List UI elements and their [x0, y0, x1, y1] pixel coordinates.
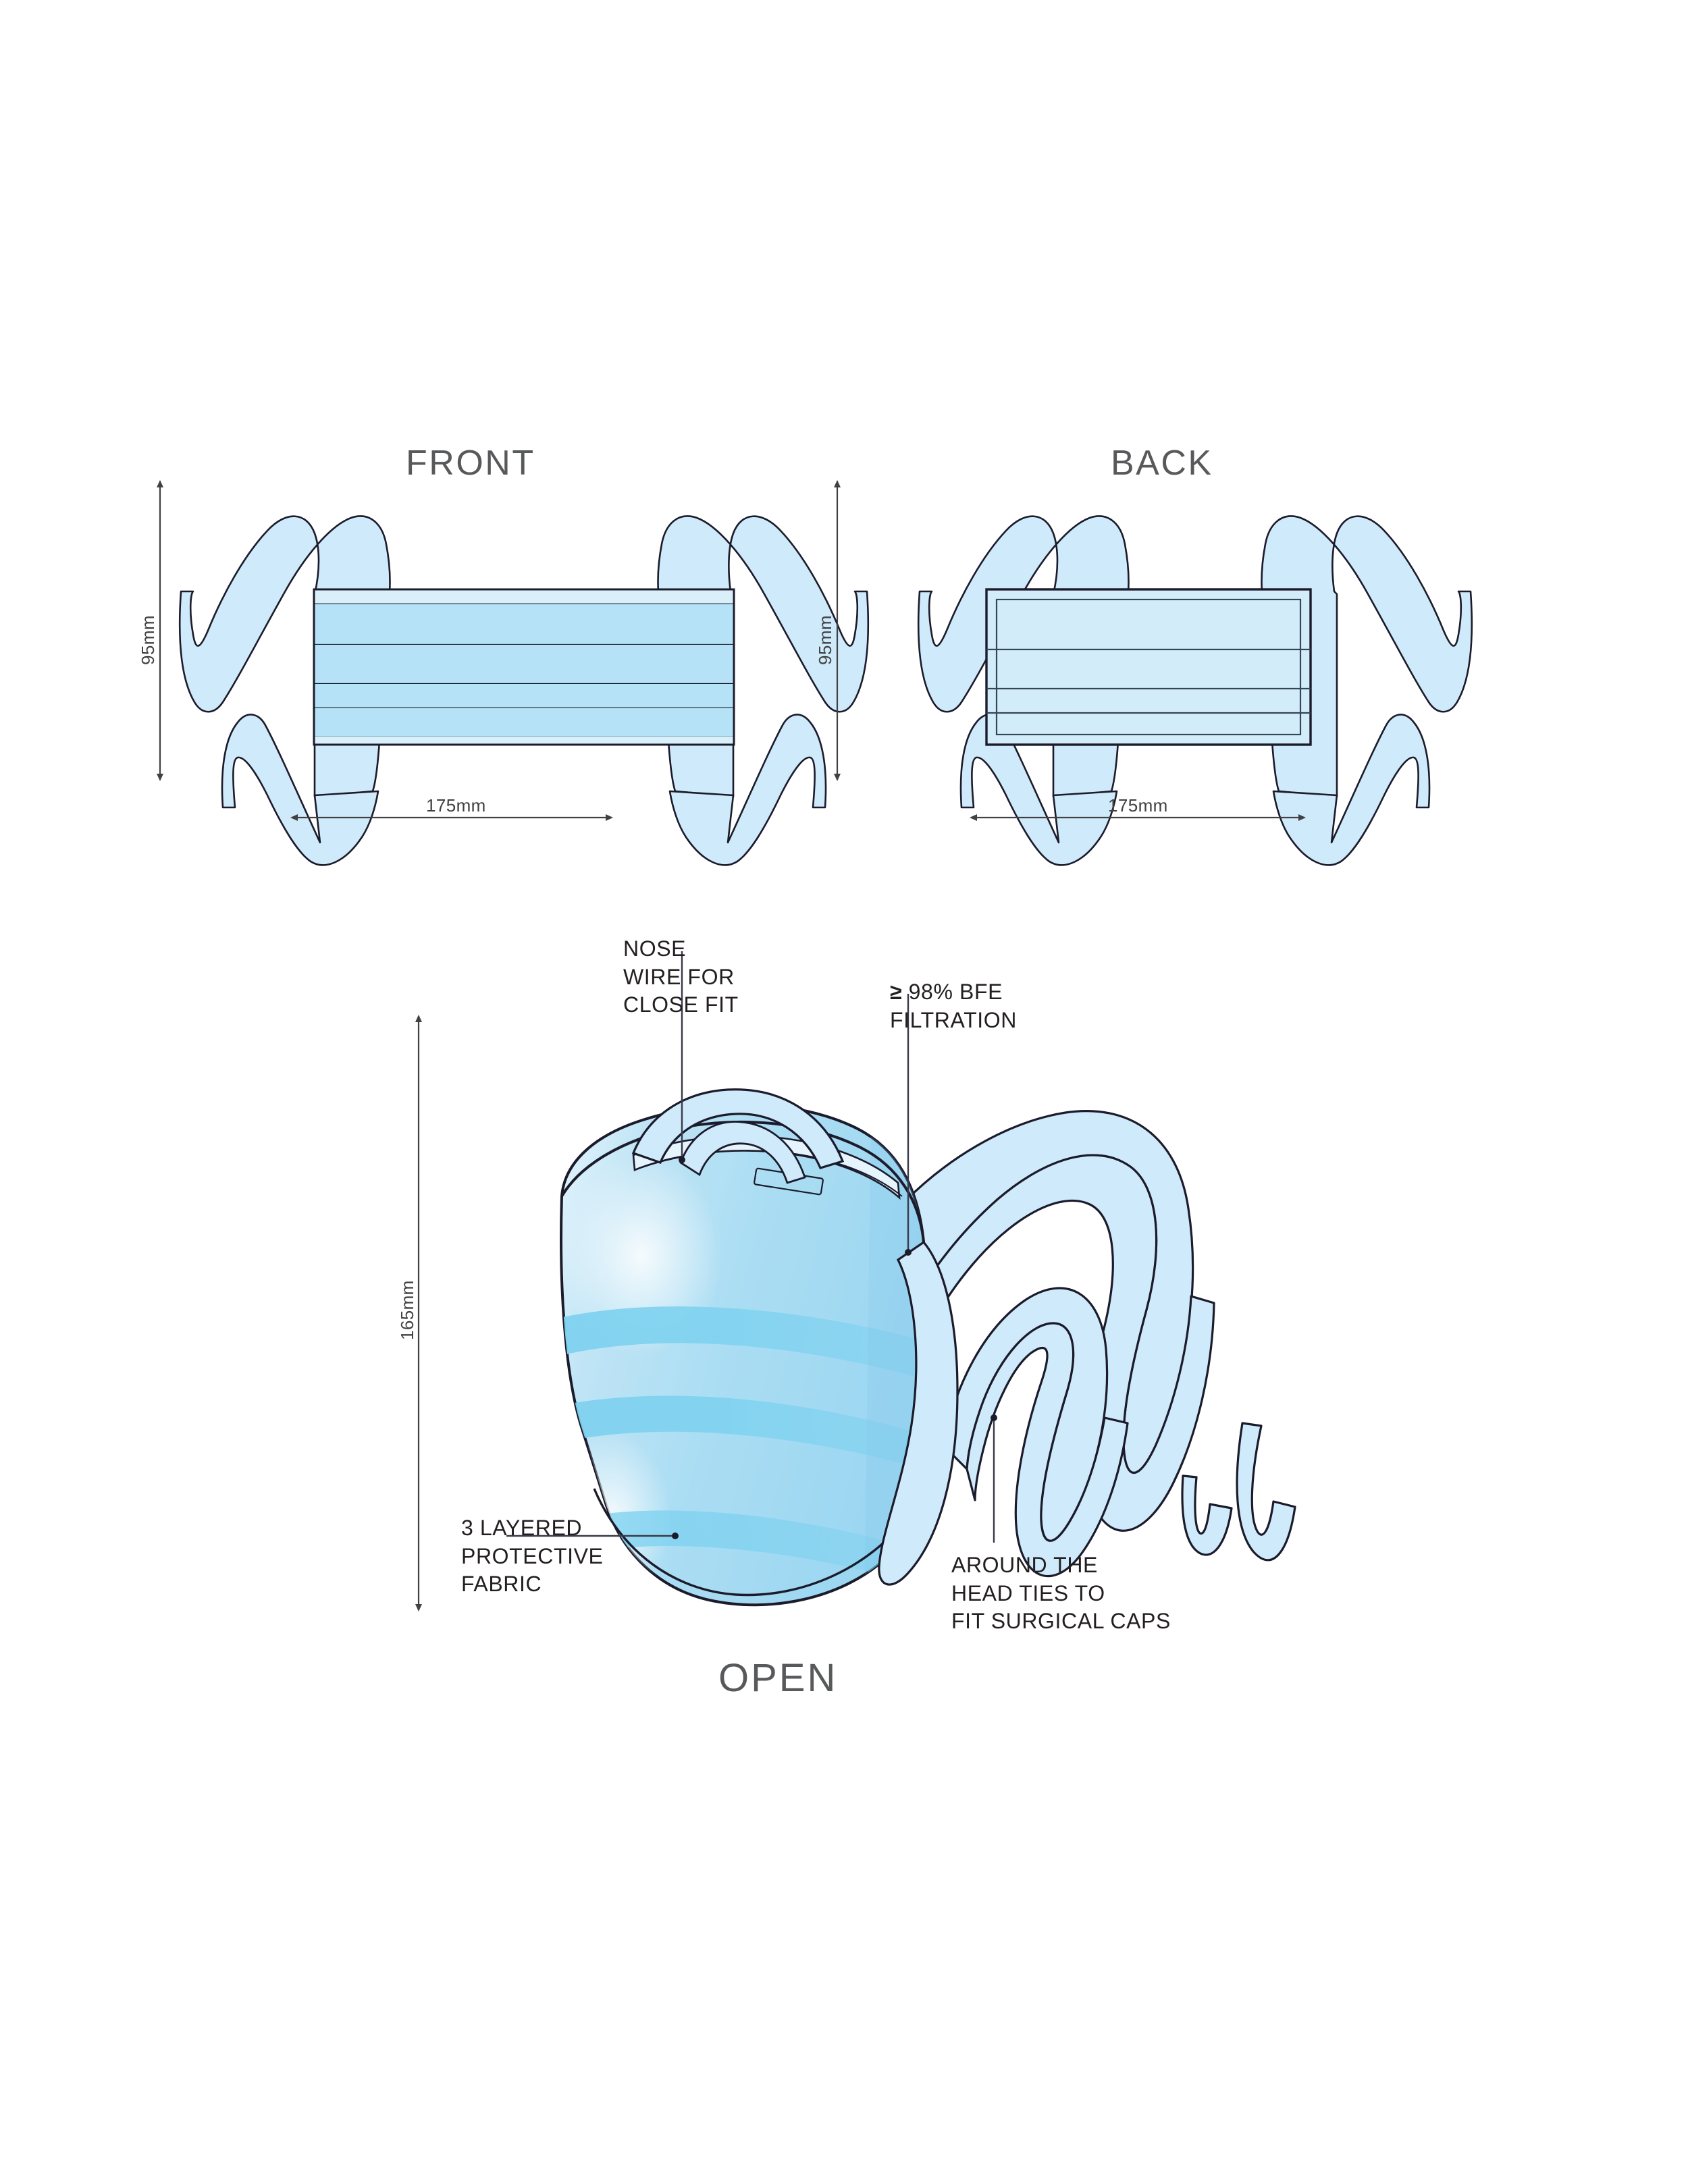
callout-three-layer-fabric: 3 LAYERED PROTECTIVE FABRIC	[461, 1516, 604, 1597]
open-view-title: OPEN	[718, 1656, 838, 1700]
back-view-group	[834, 480, 1473, 866]
front-height-dimension	[157, 480, 163, 781]
front-view-title: FRONT	[406, 444, 535, 483]
front-mask-body	[313, 588, 735, 746]
back-height-dimension-label: 95mm	[815, 615, 835, 665]
back-view-title: BACK	[1111, 444, 1213, 483]
open-view-group	[415, 951, 1296, 1612]
open-mask-body	[560, 1088, 959, 1607]
front-width-dimension-label: 175mm	[426, 795, 486, 816]
back-mask-body	[985, 588, 1312, 746]
open-height-dimension	[415, 1015, 422, 1612]
callout-bfe-text: 98% BFE FILTRATION	[890, 980, 1017, 1032]
back-width-dimension-label: 175mm	[1108, 795, 1168, 816]
back-ties	[917, 515, 1473, 866]
callout-bfe-filtration: ≥ 98% BFE FILTRATION	[890, 978, 1017, 1034]
callout-leader-lines	[506, 951, 997, 1543]
back-height-dimension	[834, 480, 841, 781]
front-height-dimension-label: 95mm	[138, 615, 158, 665]
back-width-dimension	[970, 814, 1306, 821]
front-width-dimension	[290, 814, 613, 821]
greater-equal-symbol: ≥	[890, 980, 903, 1004]
callout-head-ties: AROUND THE HEAD TIES TO FIT SURGICAL CAP…	[951, 1553, 1171, 1634]
open-head-ties	[897, 1110, 1296, 1578]
front-view-group	[157, 480, 870, 866]
open-height-dimension-label: 165mm	[397, 1280, 417, 1340]
callout-nose-wire: NOSE WIRE FOR CLOSE FIT	[623, 936, 739, 1017]
